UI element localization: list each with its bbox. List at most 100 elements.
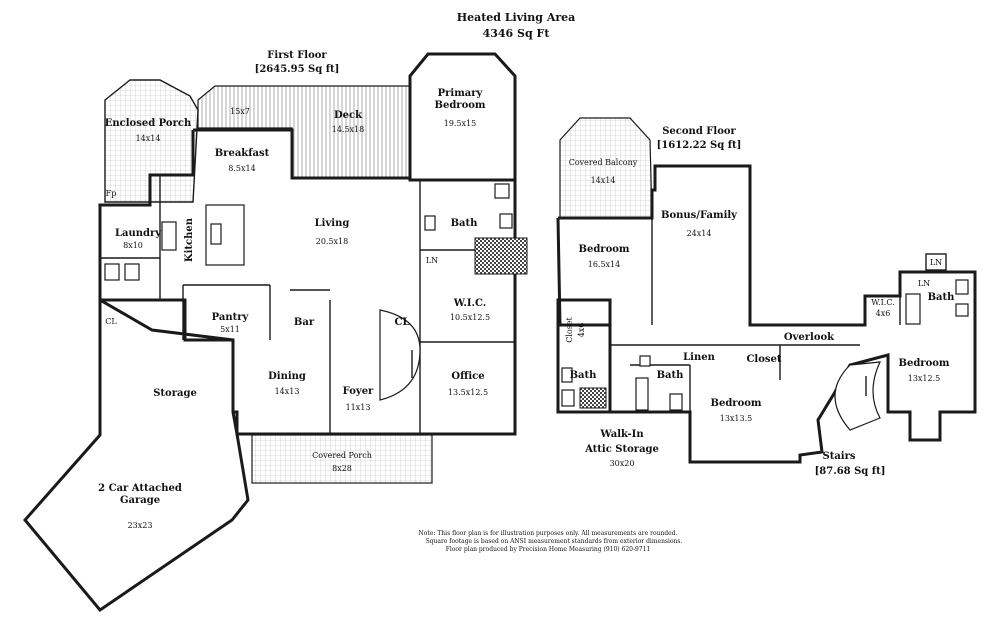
deck-small-size: 15x7 (230, 107, 250, 116)
bath-1-label: Bath (451, 218, 479, 229)
wic-2-size: 4x6 (876, 309, 891, 318)
second-floor-area: [1612.22 Sq ft] (657, 140, 742, 151)
garage-label-2: Garage (120, 495, 160, 506)
enclosed-porch-label: Enclosed Porch (105, 118, 192, 129)
first-floor-area: [2645.95 Sq ft] (255, 64, 340, 75)
attic-label-2: Attic Storage (584, 444, 659, 455)
disclaimer-note: Note: This floor plan is for illustratio… (419, 530, 683, 553)
bath-2-label: Bath (570, 370, 598, 381)
laundry-label: Laundry (115, 228, 162, 239)
primary-bedroom-label-2: Bedroom (435, 100, 486, 111)
bedroom-2-label: Bedroom (579, 244, 630, 255)
living-label: Living (315, 218, 350, 229)
note-line-2: Square footage is based on ANSI measurem… (426, 538, 683, 545)
bath-3-toilet (669, 393, 683, 411)
primary-sink-b (499, 213, 513, 229)
kitchen-label: Kitchen (184, 217, 195, 262)
covered-balcony-label: Covered Balcony (569, 158, 638, 167)
laundry-sink (124, 263, 140, 281)
bedroom-2-size: 16.5x14 (588, 260, 621, 269)
bath-2-tile (579, 387, 607, 409)
covered-porch-label: Covered Porch (312, 451, 372, 460)
primary-shower (474, 237, 528, 275)
closet-2-label: Closet (746, 354, 781, 365)
cl-1-label: CL (395, 317, 410, 328)
ln-2-label: LN (930, 258, 942, 267)
cl-2-label: CL (105, 317, 117, 326)
kitchen-range (161, 221, 177, 251)
covered-porch-size: 8x28 (332, 464, 352, 473)
kitchen-sink (210, 223, 222, 245)
bedroom-3-label: Bedroom (711, 398, 762, 409)
breakfast-label: Breakfast (215, 148, 270, 159)
primary-bedroom-size: 19.5x15 (444, 119, 477, 128)
bath-3-tub (635, 377, 649, 411)
closet-1-size: 4x6 (577, 323, 586, 338)
garage-label-1: 2 Car Attached (98, 483, 182, 494)
overlook-label: Overlook (784, 332, 835, 343)
bath-3-sink (639, 355, 651, 367)
header-total: 4346 Sq Ft (483, 27, 551, 40)
second-floor: Second Floor [1612.22 Sq ft] Covered Bal… (556, 117, 977, 477)
ln-1-label: LN (426, 256, 438, 265)
dining-size: 14x13 (275, 387, 300, 396)
enclosed-porch-size: 14x14 (136, 134, 161, 143)
pantry-label: Pantry (212, 312, 250, 323)
bath-2-sink (561, 367, 573, 383)
primary-sink-a (424, 215, 436, 231)
laundry-size: 8x10 (123, 241, 143, 250)
primary-bedroom-wall (408, 52, 517, 182)
bath-3-label: Bath (657, 370, 685, 381)
bath-4-label: Bath (928, 292, 956, 303)
pantry-size: 5x11 (220, 325, 240, 334)
dining-label: Dining (268, 371, 306, 382)
stairs-label: Stairs (822, 451, 855, 462)
first-floor: First Floor [2645.95 Sq ft] (23, 50, 528, 613)
second-floor-stair (834, 361, 881, 431)
bath-4-sink (955, 303, 969, 317)
bonus-label: Bonus/Family (661, 210, 738, 221)
closet-1-label: Closet (565, 316, 574, 342)
attic-label-1: Walk-In (599, 429, 644, 440)
curved-stair (379, 309, 421, 401)
header: Heated Living Area 4346 Sq Ft (457, 11, 576, 40)
bedroom-4-size: 13x12.5 (908, 374, 941, 383)
wic-1-label: W.I.C. (453, 298, 487, 309)
foyer-label: Foyer (343, 386, 374, 397)
breakfast-size: 8.5x14 (228, 164, 255, 173)
covered-porch-floor (251, 434, 433, 484)
deck-size: 14.5x18 (332, 125, 365, 134)
fp-label: Fp (106, 189, 117, 198)
second-floor-title: Second Floor (662, 126, 736, 137)
bedroom-4-label: Bedroom (899, 358, 950, 369)
office-label: Office (451, 371, 484, 382)
note-line-1: Note: This floor plan is for illustratio… (419, 530, 678, 537)
primary-toilet (494, 183, 510, 199)
laundry-toilet (104, 263, 120, 281)
storage-label: Storage (153, 388, 197, 399)
linen-label: Linen (683, 352, 715, 363)
stairs-area: [87.68 Sq ft] (815, 466, 886, 477)
bath-4-shower (905, 293, 921, 325)
ln-3-box (925, 253, 947, 271)
second-floor-exterior-wall (556, 164, 977, 464)
bar-label: Bar (294, 317, 315, 328)
note-line-3: Floor plan produced by Precision Home Me… (446, 546, 651, 553)
foyer-size: 11x13 (346, 403, 371, 412)
covered-balcony-size: 14x14 (591, 176, 616, 185)
enclosed-porch-wall (104, 79, 199, 203)
primary-bedroom-label-1: Primary (438, 88, 484, 99)
bath-4-toilet (955, 279, 969, 295)
bath-2-toilet (561, 389, 575, 407)
covered-balcony-floor (559, 117, 653, 219)
garage-size: 23x23 (128, 521, 153, 530)
first-floor-title: First Floor (267, 50, 327, 61)
header-title: Heated Living Area (457, 11, 576, 24)
ln-3-label: LN (918, 279, 930, 288)
bath-2-wall (556, 298, 612, 414)
office-size: 13.5x12.5 (448, 388, 488, 397)
enclosed-porch-floor (105, 80, 198, 202)
bonus-size: 24x14 (687, 229, 712, 238)
bedroom-3-size: 13x13.5 (720, 414, 753, 423)
